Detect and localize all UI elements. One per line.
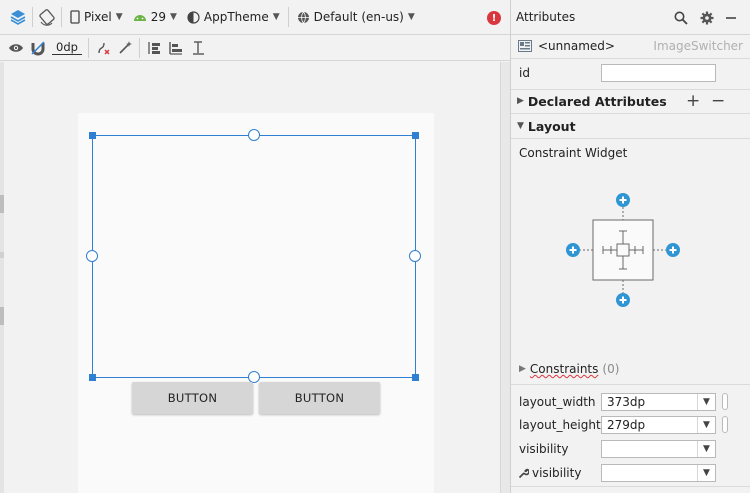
layout-height-row: layout_height 279dp ▼ <box>511 415 750 435</box>
align-icon[interactable] <box>165 37 187 59</box>
chevron-down-icon: ▼ <box>697 417 715 433</box>
constraints-label: Constraints <box>529 362 599 376</box>
add-attribute-icon[interactable]: + <box>686 91 701 111</box>
component-type: ImageSwitcher <box>653 39 743 53</box>
locale-selector[interactable]: Default (en-us) ▼ <box>292 4 420 30</box>
tools-visibility-row: visibility ▼ <box>511 463 750 483</box>
constraint-widget[interactable] <box>561 185 701 310</box>
layout-height-value: 279dp <box>607 418 646 432</box>
layout-width-value: 373dp <box>607 395 646 409</box>
constraints-count: (0) <box>602 362 620 376</box>
api-level-selector[interactable]: 29 ▼ <box>128 4 182 30</box>
remove-attribute-icon[interactable]: − <box>711 91 726 111</box>
attributes-panel: Attributes <unnamed> ImageSwitcher id ▶ … <box>510 0 750 493</box>
globe-icon <box>297 11 309 23</box>
default-margin-selector[interactable]: 0dp <box>49 35 85 61</box>
collapse-arrow-icon: ▼ <box>517 121 524 131</box>
resize-handle-bottom-right[interactable] <box>412 374 419 381</box>
search-icon[interactable] <box>674 11 688 25</box>
attributes-header: Attributes <box>511 0 750 35</box>
chevron-down-icon: ▼ <box>697 394 715 410</box>
resize-handle-top-left[interactable] <box>89 132 96 139</box>
magnet-off-icon[interactable] <box>27 37 49 59</box>
chevron-down-icon: ▼ <box>697 441 715 457</box>
expand-arrow-icon: ▶ <box>519 364 526 374</box>
guidelines-icon[interactable] <box>187 37 209 59</box>
device-label: Pixel <box>84 10 112 24</box>
layout-height-dropdown[interactable]: 279dp ▼ <box>601 416 716 434</box>
layout-width-dropdown[interactable]: 373dp ▼ <box>601 393 716 411</box>
component-row: <unnamed> ImageSwitcher <box>511 36 750 56</box>
resize-handle-bottom-left[interactable] <box>89 374 96 381</box>
constraint-anchor-right[interactable] <box>409 250 421 262</box>
id-field[interactable] <box>601 64 716 82</box>
pack-icon[interactable] <box>143 37 165 59</box>
theme-label: AppTheme <box>203 10 269 24</box>
device-preview[interactable] <box>78 113 434 493</box>
declared-attributes-header[interactable]: ▶ Declared Attributes + − <box>511 91 750 111</box>
canvas-scrollbar[interactable] <box>500 62 510 493</box>
main-toolbar: Pixel ▼ 29 ▼ AppTheme ▼ Default (en-us) … <box>0 0 510 35</box>
constraint-widget-title-row: Constraint Widget <box>511 143 750 163</box>
orientation-icon[interactable] <box>36 6 58 28</box>
constraint-anchor-top[interactable] <box>248 129 260 141</box>
chevron-down-icon: ▼ <box>407 12 415 22</box>
minimize-icon[interactable] <box>725 13 737 23</box>
palette-strip <box>0 62 4 493</box>
add-constraint-right-icon <box>666 243 680 257</box>
error-icon[interactable]: ! <box>487 11 501 25</box>
constraint-anchor-bottom[interactable] <box>248 371 260 383</box>
chevron-down-icon: ▼ <box>697 465 715 481</box>
preview-button-1[interactable]: BUTTON <box>132 382 253 414</box>
component-icon <box>518 40 532 52</box>
theme-selector[interactable]: AppTheme ▼ <box>182 4 285 30</box>
add-constraint-left-icon <box>566 243 580 257</box>
expand-arrow-icon: ▶ <box>517 96 524 106</box>
add-constraint-bottom-icon <box>616 293 630 307</box>
infer-constraints-icon[interactable] <box>114 37 136 59</box>
device-selector[interactable]: Pixel ▼ <box>65 4 128 30</box>
preview-button-2[interactable]: BUTTON <box>259 382 380 414</box>
wrench-icon <box>518 468 529 478</box>
clear-constraints-icon[interactable] <box>92 37 114 59</box>
layout-width-picker[interactable] <box>722 393 728 410</box>
imageswitcher-selection[interactable] <box>92 135 416 378</box>
constraint-widget-title: Constraint Widget <box>519 146 628 160</box>
chevron-down-icon: ▼ <box>169 12 177 22</box>
tools-visibility-dropdown[interactable]: ▼ <box>601 464 716 482</box>
resize-handle-top-right[interactable] <box>412 132 419 139</box>
theme-icon <box>187 10 200 24</box>
layout-width-row: layout_width 373dp ▼ <box>511 392 750 412</box>
id-label: id <box>519 66 530 80</box>
gear-icon[interactable] <box>700 11 714 25</box>
api-level-label: 29 <box>150 10 166 24</box>
add-constraint-top-icon <box>616 193 630 207</box>
visibility-label: visibility <box>519 442 569 456</box>
visibility-dropdown[interactable]: ▼ <box>601 440 716 458</box>
layout-width-label: layout_width <box>519 395 596 409</box>
tools-visibility-label: visibility <box>532 466 582 480</box>
chevron-down-icon: ▼ <box>272 12 280 22</box>
declared-attributes-title: Declared Attributes <box>527 93 667 109</box>
layout-section-header[interactable]: ▼ Layout <box>511 116 750 136</box>
component-name: <unnamed> <box>538 39 615 53</box>
panel-title: Attributes <box>516 10 576 24</box>
layout-height-picker[interactable] <box>722 416 728 433</box>
chevron-down-icon: ▼ <box>115 12 123 22</box>
android-icon <box>133 15 146 21</box>
eye-icon[interactable] <box>5 37 27 59</box>
design-toolbar: 0dp <box>0 35 510 61</box>
id-row: id <box>511 63 750 83</box>
layout-section-title: Layout <box>527 118 576 134</box>
phone-icon <box>70 10 80 24</box>
visibility-row: visibility ▼ <box>511 439 750 459</box>
layout-height-label: layout_height <box>519 418 601 432</box>
constraint-anchor-left[interactable] <box>86 250 98 262</box>
margin-value: 0dp <box>52 40 82 55</box>
constraints-header[interactable]: ▶ Constraints (0) <box>511 359 750 379</box>
layers-icon[interactable] <box>7 6 29 28</box>
locale-label: Default (en-us) <box>313 10 404 24</box>
